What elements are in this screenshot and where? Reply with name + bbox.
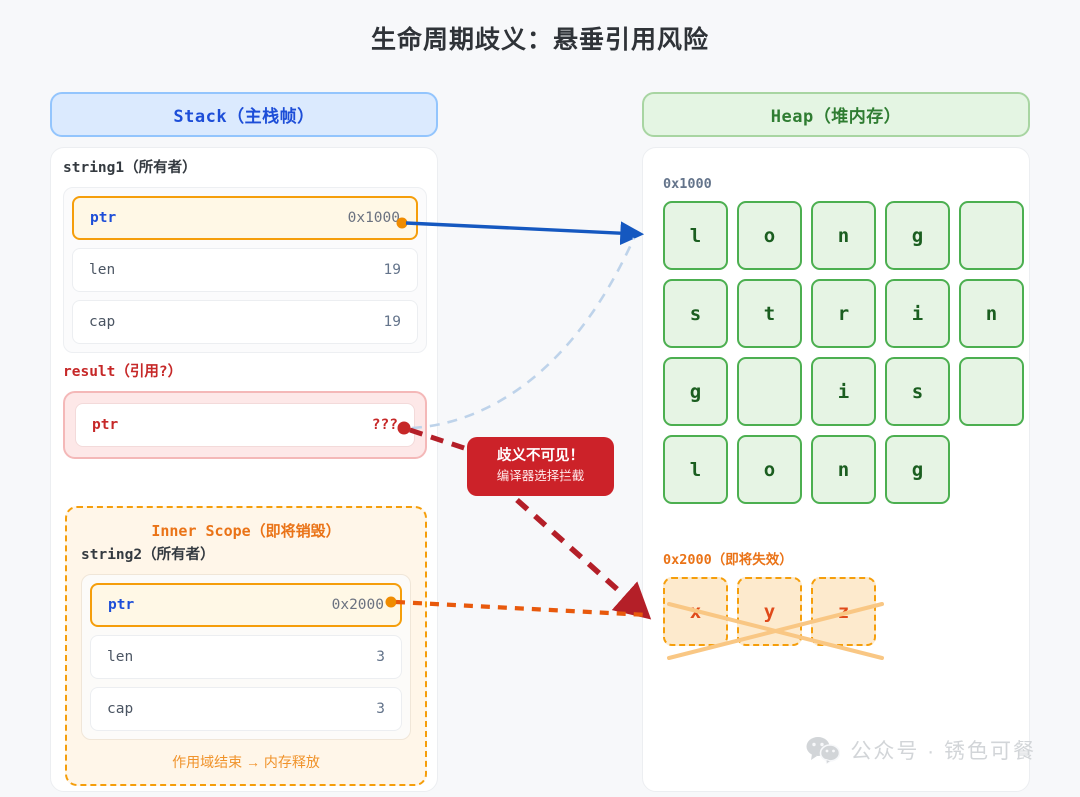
ambiguity-badge-line1: 歧义不可见！ bbox=[497, 448, 584, 464]
ambiguity-badge-line2: 编译器选择拦截 bbox=[496, 468, 585, 483]
result-ptr-value: ??? bbox=[371, 417, 398, 433]
heap-block1-address: 0x1000 bbox=[663, 176, 712, 192]
stack-header-label: Stack（主栈帧） bbox=[173, 107, 315, 127]
inner-scope-title: Inner Scope（即将销毁） bbox=[151, 522, 341, 540]
heap-cell: n bbox=[811, 435, 876, 504]
ambiguity-badge: 歧义不可见！ 编译器选择拦截 bbox=[467, 437, 614, 497]
heap-cell: g bbox=[663, 357, 728, 426]
arrow-result-ambiguous-to-heap bbox=[411, 237, 636, 430]
heap-cell: t bbox=[737, 279, 802, 348]
result-ptr-row[interactable]: ptr ??? bbox=[75, 403, 415, 447]
string1-fields: ptr 0x1000 len 19 cap 19 bbox=[63, 187, 427, 353]
result-label: result（引用?） bbox=[63, 364, 183, 380]
stack-panel: string1（所有者） ptr 0x1000 len 19 cap 19 re… bbox=[50, 147, 438, 792]
invalidation-cross-icon bbox=[667, 602, 884, 660]
string1-group: string1（所有者） ptr 0x1000 len 19 cap 19 bbox=[63, 156, 427, 353]
string2-len-key: len bbox=[107, 649, 134, 665]
string1-len-value: 19 bbox=[383, 262, 401, 278]
arrow-string2-to-dead-block bbox=[395, 599, 649, 618]
heap-cell: l bbox=[663, 201, 728, 270]
string2-ptr-origin-dot bbox=[385, 596, 397, 608]
string2-cap-key: cap bbox=[107, 701, 134, 717]
heap-cell: n bbox=[959, 279, 1024, 348]
heap-cell-row: s t r i n bbox=[663, 279, 1024, 348]
heap-cell-row: g i s bbox=[663, 357, 1024, 426]
heap-block-0x1000: 0x1000 l o n g s t r i n g bbox=[663, 176, 1024, 513]
heap-cell: g bbox=[885, 435, 950, 504]
heap-cell bbox=[959, 201, 1024, 270]
heap-cell: r bbox=[811, 279, 876, 348]
string2-ptr-value: 0x2000 bbox=[331, 597, 384, 613]
heap-cell bbox=[737, 357, 802, 426]
wechat-icon bbox=[806, 737, 841, 764]
heap-cell: o bbox=[737, 201, 802, 270]
heap-cell: s bbox=[885, 357, 950, 426]
heap-cell bbox=[959, 357, 1024, 426]
string1-ptr-row[interactable]: ptr 0x1000 bbox=[72, 196, 418, 240]
heap-cell: n bbox=[811, 201, 876, 270]
string2-len-row: len 3 bbox=[90, 635, 402, 679]
heap-block-0x2000: 0x2000（即将失效） x y z bbox=[663, 548, 884, 660]
heap-column-header: Heap（堆内存） bbox=[642, 92, 1030, 137]
heap-block2-address: 0x2000（即将失效） bbox=[663, 552, 793, 568]
string1-ptr-value: 0x1000 bbox=[347, 210, 400, 226]
string1-cap-row: cap 19 bbox=[72, 300, 418, 344]
heap-cell: i bbox=[885, 279, 950, 348]
heap-cell: o bbox=[737, 435, 802, 504]
heap-cell: s bbox=[663, 279, 728, 348]
heap-header-label: Heap（堆内存） bbox=[770, 107, 902, 127]
heap-dead-cell: z bbox=[811, 577, 876, 646]
string2-len-value: 3 bbox=[376, 649, 385, 665]
string2-fields: ptr 0x2000 len 3 cap 3 bbox=[81, 574, 411, 740]
string1-label: string1（所有者） bbox=[63, 160, 197, 176]
scope-end-note: 作用域结束 → 内存释放 bbox=[172, 754, 320, 770]
string2-cap-value: 3 bbox=[376, 701, 385, 717]
heap-cell: l bbox=[663, 435, 728, 504]
result-fields: ptr ??? bbox=[63, 391, 427, 459]
string2-ptr-key: ptr bbox=[108, 597, 135, 613]
result-group: result（引用?） ptr ??? bbox=[63, 360, 427, 459]
watermark-text: 公众号 · 锈色可餐 bbox=[850, 740, 1036, 763]
string2-label: string2（所有者） bbox=[81, 547, 215, 563]
stack-column-header: Stack（主栈帧） bbox=[50, 92, 438, 137]
arrow-badge-to-dead-block bbox=[515, 497, 652, 620]
heap-cell-row: l o n g bbox=[663, 435, 1024, 504]
string2-cap-row: cap 3 bbox=[90, 687, 402, 731]
string1-cap-key: cap bbox=[89, 314, 116, 330]
string1-ptr-key: ptr bbox=[90, 210, 117, 226]
heap-panel: 0x1000 l o n g s t r i n g bbox=[642, 147, 1030, 792]
string1-cap-value: 19 bbox=[383, 314, 401, 330]
arrow-string1-to-heap bbox=[405, 221, 645, 246]
result-ptr-origin-dot bbox=[397, 421, 411, 435]
string1-len-key: len bbox=[89, 262, 116, 278]
result-ptr-key: ptr bbox=[92, 417, 119, 433]
inner-scope-group: Inner Scope（即将销毁） string2（所有者） ptr 0x200… bbox=[65, 506, 427, 786]
page-title: 生命周期歧义：悬垂引用风险 bbox=[370, 26, 709, 54]
heap-cell: i bbox=[811, 357, 876, 426]
heap-cell: g bbox=[885, 201, 950, 270]
string1-ptr-origin-dot bbox=[396, 217, 408, 229]
string2-ptr-row[interactable]: ptr 0x2000 bbox=[90, 583, 402, 627]
heap-cell-row: l o n g bbox=[663, 201, 1024, 270]
watermark: 公众号 · 锈色可餐 bbox=[806, 735, 1036, 765]
arrow-result-to-badge bbox=[409, 427, 471, 453]
string1-len-row: len 19 bbox=[72, 248, 418, 292]
